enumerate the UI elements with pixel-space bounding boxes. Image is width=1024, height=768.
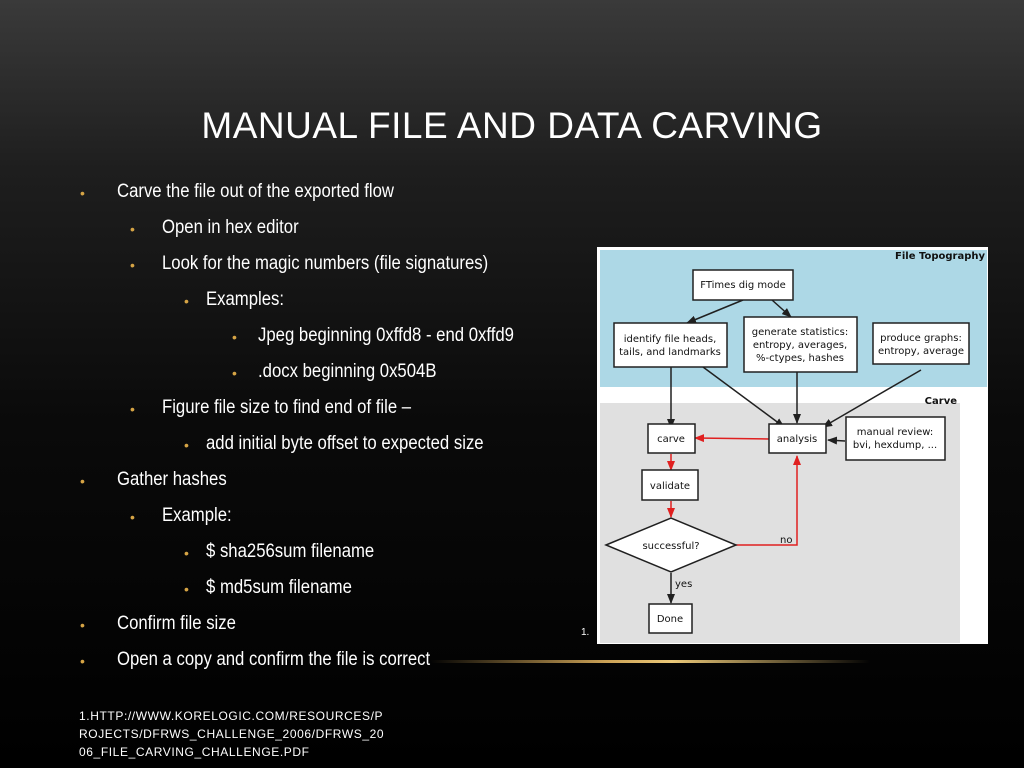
bullet-dot-icon: • bbox=[80, 653, 85, 669]
edge-manual-analysis bbox=[827, 436, 846, 445]
bullet-dot-icon: • bbox=[130, 257, 135, 273]
bullet-dot-icon: • bbox=[130, 509, 135, 525]
node-carve: carve bbox=[647, 423, 696, 454]
bullet-text: Examples: bbox=[206, 289, 285, 310]
bullet-dot-icon: • bbox=[232, 365, 237, 381]
bullet-text: Jpeg beginning 0xffd8 - end 0xffd9 bbox=[258, 325, 514, 346]
footnote-marker: 1. bbox=[581, 627, 590, 638]
node-identify-line1: identify file heads, bbox=[624, 334, 717, 345]
bullet-text: Open a copy and confirm the file is corr… bbox=[117, 649, 431, 670]
bullet-text: Gather hashes bbox=[117, 469, 227, 490]
bullet-dot-icon: • bbox=[80, 185, 85, 201]
edge-label-yes: yes bbox=[675, 579, 692, 590]
diagram-svg: File Topography Carve no yes FTimes dig … bbox=[600, 250, 987, 643]
edge-identify-analysis bbox=[702, 366, 785, 428]
bullet-dot-icon: • bbox=[130, 401, 135, 417]
bullet-text: Example: bbox=[162, 505, 232, 526]
node-graphs-line1: produce graphs: bbox=[880, 333, 962, 344]
node-manual-review-line1: manual review: bbox=[857, 427, 934, 438]
node-ftimes-label: FTimes dig mode bbox=[700, 280, 785, 291]
node-validate-label: validate bbox=[650, 481, 690, 492]
decorative-glow-line bbox=[430, 660, 870, 663]
bullet-text: .docx beginning 0x504B bbox=[258, 361, 437, 382]
node-statistics: generate statistics: entropy, averages, … bbox=[743, 316, 858, 373]
bullet-dot-icon: • bbox=[184, 581, 189, 597]
node-graphs-line2: entropy, average bbox=[878, 346, 964, 357]
node-statistics-line1: generate statistics: bbox=[752, 327, 848, 338]
node-manual-review-line2: bvi, hexdump, ... bbox=[853, 440, 937, 451]
bullet-dot-icon: • bbox=[184, 545, 189, 561]
bullet-text: Figure file size to find end of file – bbox=[162, 397, 412, 418]
source-footnote: 1.http://www.korelogic.com/Resources/Pro… bbox=[79, 709, 385, 759]
bullet-dot-icon: • bbox=[130, 221, 135, 237]
bullet-text: $ sha256sum filename bbox=[206, 541, 375, 562]
bullet-text: add initial byte offset to expected size bbox=[206, 433, 484, 454]
bullet-text: Confirm file size bbox=[117, 613, 236, 634]
node-analysis: analysis bbox=[768, 423, 827, 454]
node-identify-line2: tails, and landmarks bbox=[619, 347, 721, 358]
node-done: Done bbox=[648, 603, 693, 634]
node-successful-label: successful? bbox=[642, 541, 699, 552]
node-analysis-label: analysis bbox=[777, 434, 818, 445]
bullet-dot-icon: • bbox=[232, 329, 237, 345]
bullet-text: Look for the magic numbers (file signatu… bbox=[162, 253, 489, 274]
bullet-dot-icon: • bbox=[184, 437, 189, 453]
edge-ftimes-identify bbox=[686, 299, 744, 324]
edge-graphs-analysis bbox=[822, 369, 922, 428]
bullet-dot-icon: • bbox=[184, 293, 189, 309]
node-ftimes: FTimes dig mode bbox=[692, 269, 794, 301]
node-manual-review: manual review: bvi, hexdump, ... bbox=[845, 416, 946, 461]
node-carve-label: carve bbox=[657, 434, 685, 445]
section-label-carve: Carve bbox=[925, 396, 958, 407]
node-graphs: produce graphs: entropy, average bbox=[872, 322, 970, 365]
edge-successful-analysis bbox=[736, 455, 801, 546]
node-done-label: Done bbox=[657, 614, 683, 625]
edge-analysis-carve bbox=[694, 434, 770, 443]
edge-ftimes-stats bbox=[771, 299, 792, 318]
bullet-text: Carve the file out of the exported flow bbox=[117, 181, 394, 202]
slide-title: MANUAL FILE AND DATA CARVING bbox=[201, 105, 823, 146]
node-validate: validate bbox=[641, 469, 699, 501]
file-carving-diagram: File Topography Carve no yes FTimes dig … bbox=[597, 247, 988, 644]
node-identify: identify file heads, tails, and landmark… bbox=[613, 322, 728, 368]
bullet-dot-icon: • bbox=[80, 473, 85, 489]
node-successful: successful? bbox=[604, 517, 738, 573]
bullet-text: $ md5sum filename bbox=[206, 577, 352, 598]
section-label-file-topography: File Topography bbox=[895, 251, 985, 262]
bullet-dot-icon: • bbox=[80, 617, 85, 633]
bullet-text: Open in hex editor bbox=[162, 217, 299, 238]
edge-label-no: no bbox=[780, 535, 792, 546]
node-statistics-line2: entropy, averages, bbox=[753, 340, 847, 351]
node-statistics-line3: %-ctypes, hashes bbox=[756, 353, 844, 364]
